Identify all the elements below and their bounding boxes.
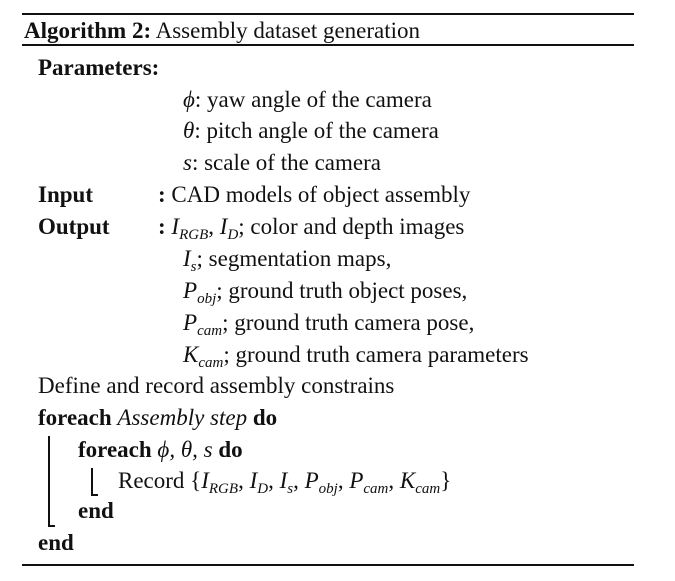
input-label: Input [38,182,93,207]
title-rule [22,44,634,46]
outer-end: end [38,530,74,555]
outer-loop-bar [48,436,50,526]
inner-loop-bar [91,468,93,495]
output-line-5: Kcam; ground truth camera parameters [183,342,529,371]
record-line: Record {IRGB, ID, Is, Pobj, Pcam, Kcam} [118,468,452,497]
top-rule [22,13,634,15]
output-line-2: Is; segmentation maps, [183,246,392,275]
parameters-label: Parameters: [38,55,160,80]
inner-loop-tick [91,494,98,496]
algorithm-title: Algorithm 2: Assembly dataset generation [24,18,421,43]
output-line-3: Pobj; ground truth object poses, [183,278,468,307]
define-line: Define and record assembly constrains [38,373,395,398]
inner-foreach: foreach ϕ, θ, s do [78,437,243,462]
param-pitch: θ: pitch angle of the camera [183,118,439,143]
param-yaw: ϕ: yaw angle of the camera [183,87,432,112]
output-line-1: : IRGB, ID; color and depth images [158,214,465,243]
param-scale: s: scale of the camera [183,150,381,175]
outer-loop-tick [48,525,55,527]
inner-end: end [78,498,114,523]
outer-foreach: foreach Assembly step do [38,405,278,430]
output-line-4: Pcam; ground truth camera pose, [183,310,475,339]
bottom-rule [22,564,634,566]
output-label: Output [38,214,110,239]
input-text: : CAD models of object assembly [158,182,471,207]
